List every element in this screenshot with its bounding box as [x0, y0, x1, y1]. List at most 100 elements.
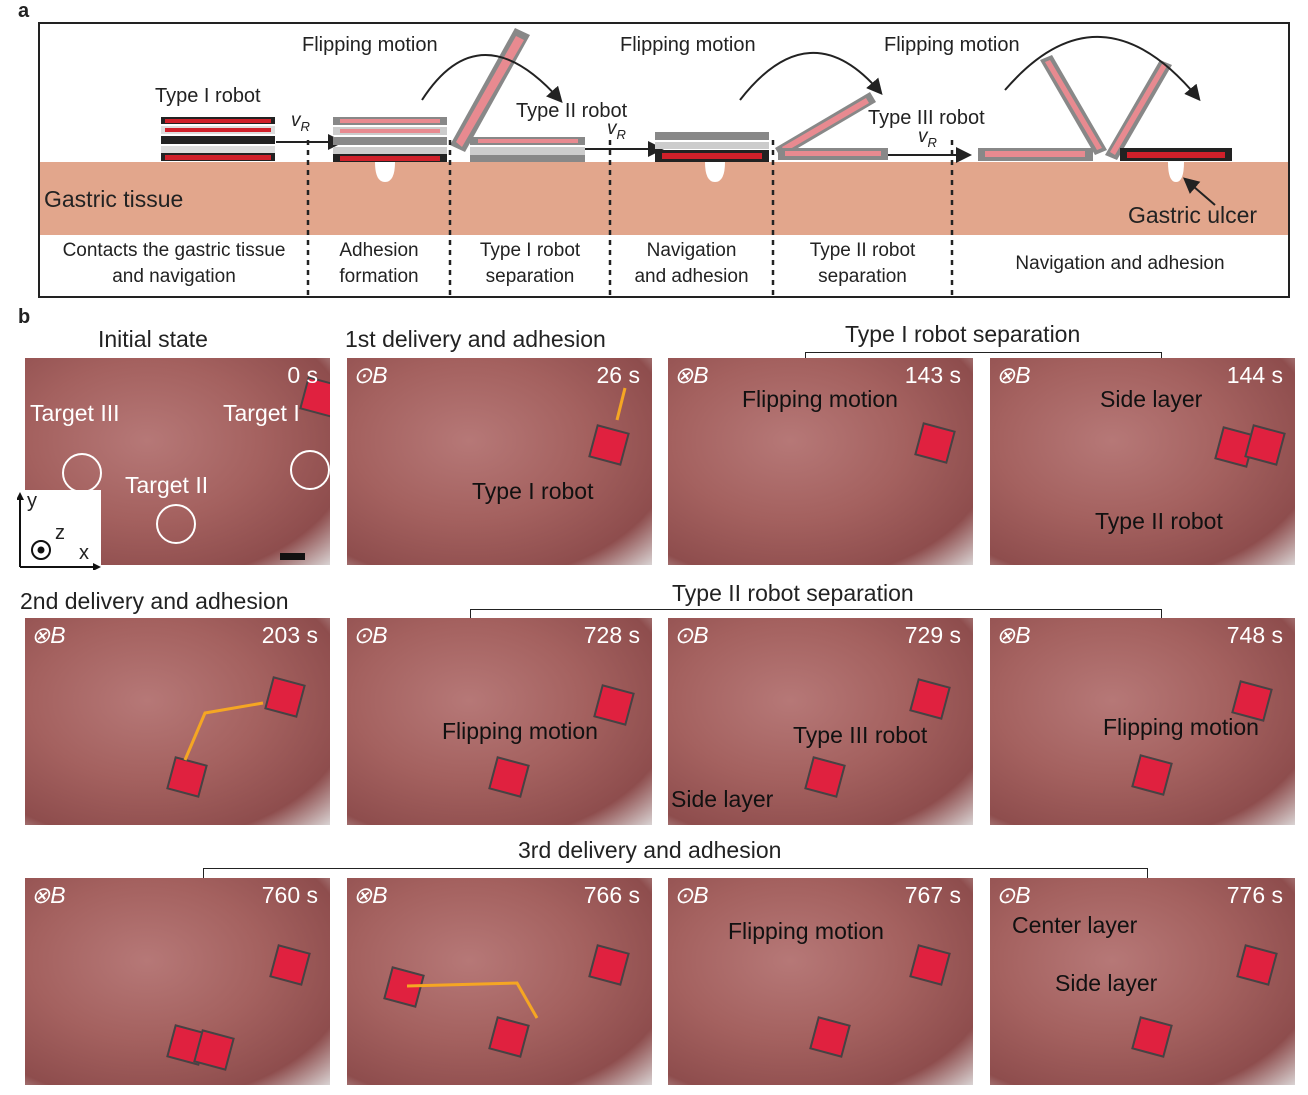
time-stamp: 776 s [1226, 882, 1283, 908]
axis-x-label: x [79, 542, 89, 564]
stage-5: Type II robot separation [809, 240, 916, 287]
annotation: Flipping motion [742, 386, 898, 412]
field-into-plane-icon: ⊗B [996, 362, 1031, 388]
field-label: B [1015, 622, 1031, 648]
robot-square [909, 944, 951, 986]
annotation: Flipping motion [1103, 714, 1259, 740]
stage-4: Navigation and adhesion [634, 240, 749, 287]
photo-frame: 728 s ⊙B Flipping motion [347, 618, 652, 825]
robot-square [593, 684, 635, 726]
gastric-ulcer-label: Gastric ulcer [1128, 202, 1258, 228]
time-stamp: 767 s [904, 882, 961, 908]
stage-3: Type I robot separation [479, 240, 581, 287]
time-stamp: 0 s [287, 362, 318, 388]
flipping-label-1: Flipping motion [302, 34, 438, 56]
robot-square [809, 1016, 851, 1058]
annotation: Flipping motion [442, 718, 598, 744]
annotation: Side layer [1100, 386, 1203, 412]
field-label: B [693, 622, 709, 648]
photo-frame: 767 s ⊙B Flipping motion [668, 878, 973, 1085]
sub: R [927, 134, 937, 150]
robot-square [1236, 944, 1278, 986]
robot-square [1131, 1016, 1173, 1058]
stage-6: Navigation and adhesion [1015, 253, 1225, 274]
field-out-of-plane-icon: ⊙B [674, 622, 709, 648]
title-2nd-delivery: 2nd delivery and adhesion [20, 588, 289, 614]
flipping-label-2: Flipping motion [620, 34, 756, 56]
field-out-of-plane-icon: ⊙B [353, 362, 388, 388]
sub: R [300, 118, 310, 134]
annotation: Type I robot [472, 478, 594, 504]
time-stamp: 26 s [596, 362, 640, 388]
velocity-label-3: vR [918, 126, 937, 150]
annotation: Target II [125, 472, 209, 498]
bracket-1 [805, 352, 1162, 362]
target-circle [156, 504, 196, 544]
field-label: B [50, 622, 66, 648]
time-stamp: 729 s [904, 622, 961, 648]
field-out-of-plane-icon: ⊙B [996, 882, 1031, 908]
panel-a-label: a [18, 0, 30, 22]
type-1-robot-stack [161, 117, 275, 161]
robot-square [914, 422, 956, 464]
annotation: Side layer [671, 786, 774, 812]
field-into-plane-icon: ⊗B [31, 622, 66, 648]
flipping-label-3: Flipping motion [884, 34, 1020, 56]
time-stamp: 748 s [1226, 622, 1283, 648]
field-label: B [1015, 882, 1031, 908]
field-label: B [693, 882, 709, 908]
annotation: Flipping motion [728, 918, 884, 944]
time-stamp: 728 s [583, 622, 640, 648]
scale-bar [280, 553, 305, 560]
time-stamp: 760 s [261, 882, 318, 908]
field-into-plane-icon: ⊗B [674, 362, 709, 388]
annotation: Target I [223, 400, 300, 426]
photo-frame: 203 s ⊗B [25, 618, 330, 825]
velocity-arrow [183, 701, 264, 761]
field-label: B [372, 362, 388, 388]
robot-square [193, 1029, 235, 1071]
velocity-arrow [615, 387, 627, 421]
field-label: B [693, 362, 709, 388]
time-stamp: 143 s [904, 362, 961, 388]
bracket-2 [470, 609, 1162, 619]
field-label: B [372, 882, 388, 908]
title-type-2-separation: Type II robot separation [672, 580, 914, 606]
sub: R [616, 126, 626, 142]
field-out-of-plane-icon: ⊙B [674, 882, 709, 908]
robot-square [1244, 424, 1286, 466]
annotation: Type II robot [1095, 508, 1223, 534]
time-stamp: 766 s [583, 882, 640, 908]
title-type-1-separation: Type I robot separation [845, 321, 1081, 347]
gastric-tissue-label: Gastric tissue [44, 186, 184, 212]
robot-square [269, 944, 311, 986]
robot-square [804, 756, 846, 798]
v: v [918, 126, 928, 147]
title-3rd-delivery: 3rd delivery and adhesion [518, 837, 782, 863]
axes-arrows [16, 492, 101, 571]
field-into-plane-icon: ⊗B [31, 882, 66, 908]
field-into-plane-icon: ⊗B [353, 882, 388, 908]
stage-1: Contacts the gastric tissue and navigati… [62, 240, 286, 287]
annotation: Center layer [1012, 912, 1138, 938]
stage-dividers [306, 140, 954, 298]
field-label: B [1015, 362, 1031, 388]
stage-2: Adhesion formation [339, 240, 419, 287]
panel-a-frame [38, 22, 1290, 298]
robot-square [488, 756, 530, 798]
velocity-arrow [406, 981, 539, 1019]
axes-indicator: y z x [16, 490, 101, 571]
target-circle [290, 450, 330, 490]
target-circle [62, 453, 102, 493]
time-stamp: 203 s [261, 622, 318, 648]
type-1-robot-label: Type I robot [155, 85, 261, 107]
photo-frame: 766 s ⊗B [347, 878, 652, 1085]
title-initial-state: Initial state [98, 326, 208, 352]
field-label: B [372, 622, 388, 648]
field-out-of-plane-icon: ⊙B [353, 622, 388, 648]
photo-frame: 143 s ⊗B Flipping motion [668, 358, 973, 565]
